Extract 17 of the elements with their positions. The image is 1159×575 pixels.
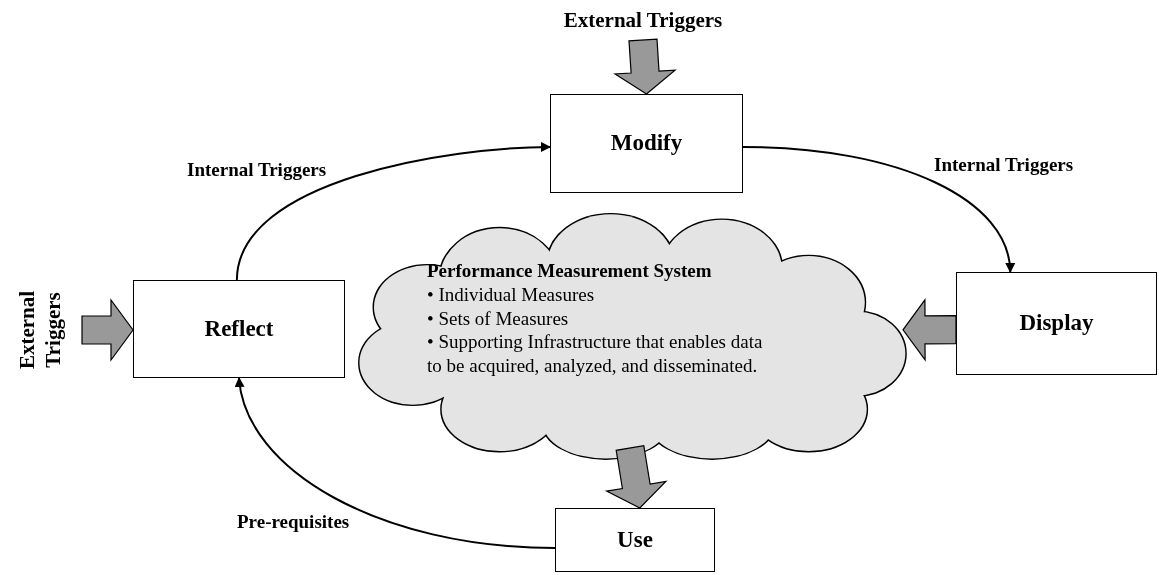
cloud-heading: Performance Measurement System [427,259,713,283]
trigger-label: External Triggers [14,280,66,380]
curved-arrow [235,377,556,549]
block-arrow [902,297,957,362]
bullet-item: • Individual Measures [427,282,596,307]
bullet-item: • Supporting Infrastructure that enables data to be acquired, analyzed, and disseminated. [427,330,764,378]
process-box: Use [555,508,715,572]
process-box: Display [956,272,1157,375]
block-arrow [604,445,668,509]
process-box: Modify [550,94,743,193]
block-arrow [81,298,134,362]
curved-arrow [235,142,551,281]
trigger-label: External Triggers [540,4,746,36]
curved-arrow [742,145,1015,273]
block-arrow [613,38,677,95]
process-box: Reflect [133,280,345,378]
bullet-item: • Sets of Measures [427,306,570,331]
